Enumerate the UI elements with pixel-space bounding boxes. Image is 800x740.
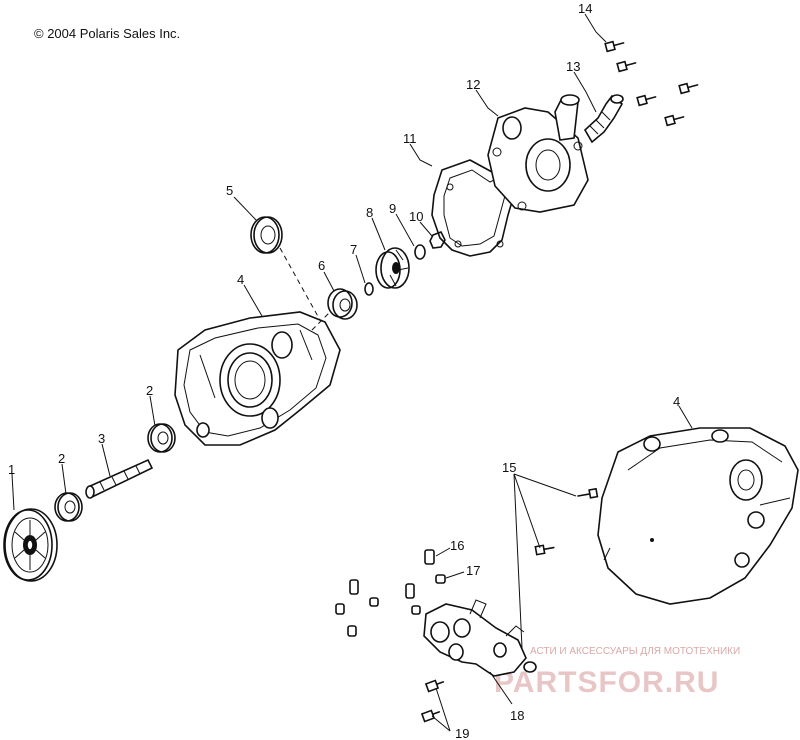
callout-4a: 4 <box>237 272 244 287</box>
callout-5: 5 <box>226 183 233 198</box>
callout-3: 3 <box>98 431 105 446</box>
part-15-bolts <box>534 487 599 556</box>
callout-7: 7 <box>350 242 357 257</box>
part-2-bearing-lower <box>54 492 83 522</box>
part-6-bearing <box>327 288 358 320</box>
copyright-text: © 2004 Polaris Sales Inc. <box>34 26 180 41</box>
part-12-pump-cover <box>487 94 589 213</box>
part-3-shaft <box>85 458 154 499</box>
part-19-bolts <box>420 679 445 723</box>
callout-2b: 2 <box>146 383 153 398</box>
part-7-washer <box>364 282 374 296</box>
callout-6: 6 <box>318 258 325 273</box>
leader-lines <box>11 13 693 732</box>
callout-15: 15 <box>502 460 516 475</box>
part-16-dowel <box>424 549 435 565</box>
callout-17: 17 <box>466 563 480 578</box>
callout-18: 18 <box>510 708 524 723</box>
part-9-washer <box>414 244 426 260</box>
part-4-housing-inner <box>174 311 341 446</box>
callout-13: 13 <box>566 59 580 74</box>
part-4-outer-cover <box>597 427 799 605</box>
callout-9: 9 <box>389 201 396 216</box>
callout-10: 10 <box>409 209 423 224</box>
callout-11: 11 <box>403 131 417 146</box>
part-2-bearing-upper <box>147 423 176 453</box>
part-18-pump-body <box>423 599 537 677</box>
part-14-bolts <box>604 40 699 127</box>
part-10-nut <box>429 230 446 249</box>
watermark-tagline: АСТИ И АКСЕССУАРЫ ДЛЯ МОТОТЕХНИКИ <box>530 646 740 657</box>
callout-4b: 4 <box>673 394 680 409</box>
callout-2a: 2 <box>58 451 65 466</box>
part-13-hose-elbow <box>583 94 624 144</box>
part-5-seal <box>250 216 283 254</box>
callout-16: 16 <box>450 538 464 553</box>
callout-labels: 1 2 2 3 4 4 5 6 7 8 9 10 11 12 13 14 15 … <box>8 1 680 740</box>
loose-dowels <box>335 579 421 637</box>
callout-12: 12 <box>466 77 480 92</box>
part-17-fitting <box>435 574 446 584</box>
callout-8: 8 <box>366 205 373 220</box>
alignment-line-bearing <box>311 311 331 331</box>
callout-1: 1 <box>8 462 15 477</box>
part-8-impeller <box>375 247 410 289</box>
alignment-line-seal <box>279 247 321 321</box>
callout-14: 14 <box>578 1 592 16</box>
part-1-drive-gear <box>3 508 58 582</box>
callout-19: 19 <box>455 726 469 740</box>
